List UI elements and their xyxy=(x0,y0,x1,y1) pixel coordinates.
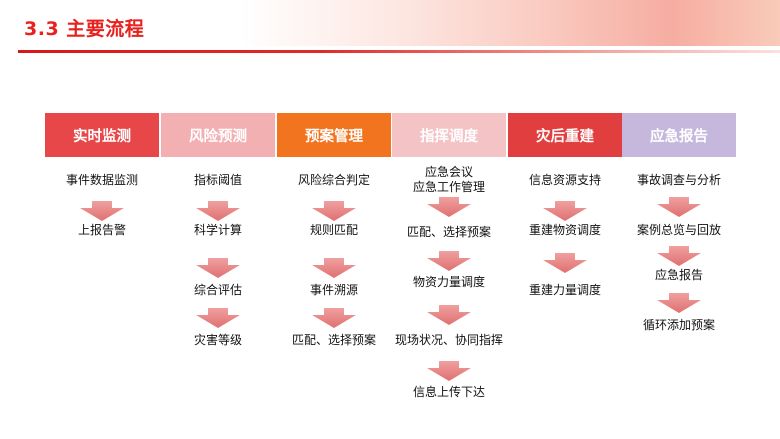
down-arrow-icon xyxy=(196,308,240,328)
down-arrow-icon xyxy=(196,258,240,278)
column-2: 风险预测指标阈值科学计算综合评估灾害等级 xyxy=(161,113,275,347)
step-label: 事件数据监测 xyxy=(65,173,138,187)
header-decoration-band xyxy=(240,0,780,46)
step-label: 匹配、选择预案 xyxy=(406,225,491,239)
down-arrow-icon xyxy=(80,201,124,221)
title-underline xyxy=(18,50,780,53)
down-arrow-icon xyxy=(657,197,701,217)
down-arrow-icon xyxy=(427,305,471,325)
column-6: 应急报告事故调查与分析案例总览与回放应急报告循环添加预案 xyxy=(622,113,736,332)
column-5: 灾后重建信息资源支持重建物资调度重建力量调度 xyxy=(508,113,622,297)
column-header: 灾后重建 xyxy=(508,113,622,157)
step-label: 信息上传下达 xyxy=(412,385,485,399)
down-arrow-icon xyxy=(312,308,356,328)
step-label: 现场状况、协同指挥 xyxy=(394,333,503,347)
step-label: 案例总览与回放 xyxy=(636,223,721,237)
down-arrow-icon xyxy=(543,201,587,221)
column-header: 指挥调度 xyxy=(392,113,506,157)
down-arrow-icon xyxy=(427,251,471,271)
step-label: 科学计算 xyxy=(193,223,242,237)
step-label: 循环添加预案 xyxy=(642,318,715,332)
step-label: 灾害等级 xyxy=(193,333,242,347)
step-label: 应急报告 xyxy=(654,268,703,282)
column-header: 预案管理 xyxy=(277,113,391,157)
step-label: 指标阈值 xyxy=(193,173,242,187)
step-label: 综合评估 xyxy=(193,283,242,297)
down-arrow-icon xyxy=(657,293,701,313)
column-header: 实时监测 xyxy=(45,113,159,157)
step-label: 物资力量调度 xyxy=(412,275,485,289)
step-label: 规则匹配 xyxy=(309,223,358,237)
page-title: 3.3 主要流程 xyxy=(24,18,145,40)
column-4: 指挥调度应急会议应急工作管理匹配、选择预案物资力量调度现场状况、协同指挥信息上传… xyxy=(392,113,506,399)
down-arrow-icon xyxy=(312,258,356,278)
down-arrow-icon xyxy=(312,201,356,221)
down-arrow-icon xyxy=(427,197,471,217)
down-arrow-icon xyxy=(543,253,587,273)
step-label: 信息资源支持 xyxy=(528,173,601,187)
step-label: 上报告警 xyxy=(77,223,126,237)
column-1: 实时监测事件数据监测上报告警 xyxy=(45,113,159,237)
step-label: 重建物资调度 xyxy=(528,223,601,237)
column-3: 预案管理风险综合判定规则匹配事件溯源匹配、选择预案 xyxy=(277,113,391,347)
step-label: 应急会议应急工作管理 xyxy=(412,165,485,194)
step-label: 重建力量调度 xyxy=(528,283,601,297)
step-label: 事故调查与分析 xyxy=(636,173,721,187)
down-arrow-icon xyxy=(427,361,471,381)
step-label: 匹配、选择预案 xyxy=(291,333,376,347)
column-header: 风险预测 xyxy=(161,113,275,157)
down-arrow-icon xyxy=(196,201,240,221)
step-label: 事件溯源 xyxy=(309,283,358,297)
down-arrow-icon xyxy=(657,246,701,266)
step-label: 风险综合判定 xyxy=(297,173,370,187)
column-header: 应急报告 xyxy=(622,113,736,157)
